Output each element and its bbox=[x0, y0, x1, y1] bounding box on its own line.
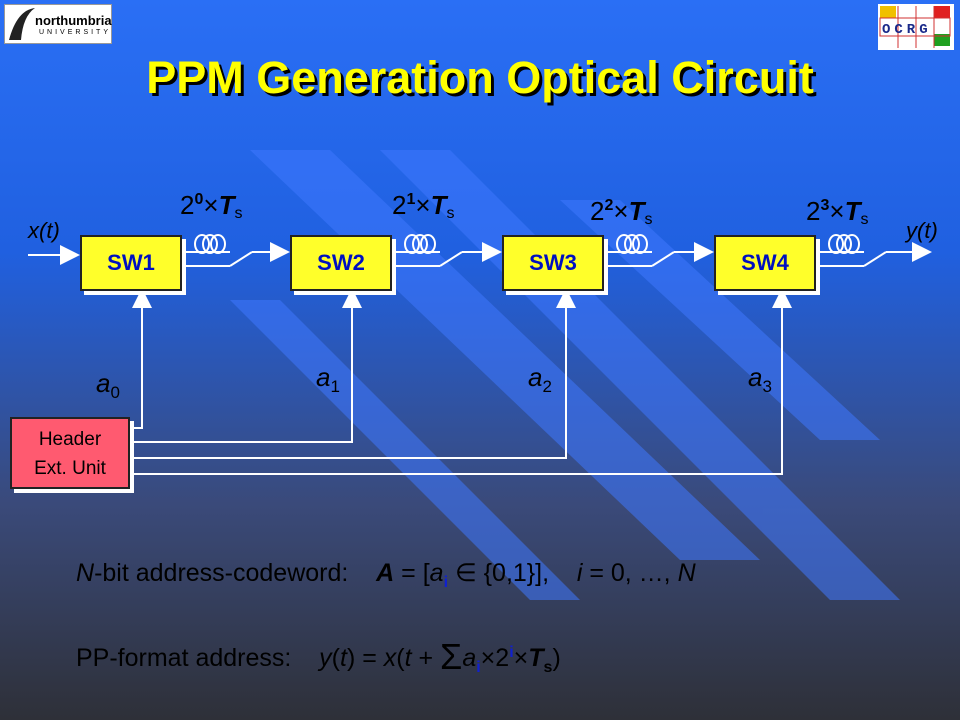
delay-coil-3-icon bbox=[616, 234, 648, 254]
switch-sw2: SW2 bbox=[290, 235, 392, 291]
input-label: x(t) bbox=[28, 218, 60, 243]
delay-label-3: 22×Ts bbox=[590, 196, 653, 228]
header-extraction-unit: Header Ext. Unit bbox=[10, 417, 130, 489]
page-title: PPM Generation Optical Circuit bbox=[146, 52, 814, 103]
delay-label-4: 23×Ts bbox=[806, 196, 869, 228]
pp-format-equation: PP-format address: y(t) = x(t + Σai×2i×T… bbox=[76, 636, 561, 677]
switch-sw1: SW1 bbox=[80, 235, 182, 291]
delay-coil-4-icon bbox=[828, 234, 860, 254]
ocrg-grid-icon bbox=[879, 6, 951, 48]
codeword-equation: N-bit address-codeword: A = [ai ∈ {0,1}]… bbox=[76, 559, 696, 591]
stage-1-paths bbox=[180, 242, 290, 267]
switch-sw4: SW4 bbox=[714, 235, 816, 291]
stage-3-paths bbox=[602, 242, 714, 267]
northumbria-emblem-icon bbox=[9, 8, 35, 40]
logo-university: UNIVERSITY bbox=[39, 29, 112, 36]
stage-2-paths bbox=[390, 242, 502, 267]
delay-label-2: 21×Ts bbox=[392, 190, 455, 222]
address-bit-a2: a2 bbox=[528, 362, 552, 397]
header-unit-line-2: Ext. Unit bbox=[34, 458, 106, 479]
stage-4-paths bbox=[814, 242, 932, 267]
delay-label-1: 20×Ts bbox=[180, 190, 243, 222]
address-bit-a1: a1 bbox=[316, 362, 340, 397]
header-unit-line-1: Header bbox=[38, 429, 102, 450]
logo-name: northumbria bbox=[35, 13, 112, 28]
output-label: y(t) bbox=[906, 218, 938, 243]
northumbria-logo: northumbria UNIVERSITY bbox=[4, 4, 112, 44]
address-bit-a3: a3 bbox=[748, 362, 772, 397]
delay-coil-1-icon bbox=[194, 234, 226, 254]
address-bit-a0: a0 bbox=[96, 368, 120, 403]
ocrg-text: OCRG bbox=[882, 22, 932, 38]
delay-coil-2-icon bbox=[404, 234, 436, 254]
ocrg-logo: OCRG bbox=[878, 4, 954, 50]
switch-sw3: SW3 bbox=[502, 235, 604, 291]
